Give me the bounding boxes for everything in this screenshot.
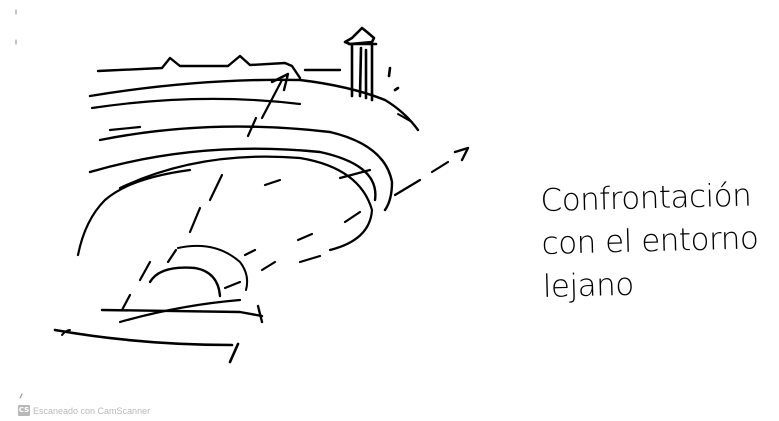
arrow-right-head <box>455 148 468 160</box>
foreground-tick-1 <box>258 306 262 322</box>
foreground-line-1 <box>102 310 262 316</box>
arc-5 <box>120 157 372 262</box>
note-line-1: Confrontación <box>540 174 771 223</box>
camscanner-watermark: CS Escaneado con CamScanner <box>18 404 150 417</box>
foreground-arch <box>150 268 220 296</box>
horizon-hills <box>98 56 340 78</box>
watermark-text: Escaneado con CamScanner <box>33 406 150 416</box>
sightline-dashes <box>122 118 448 310</box>
arc-2 <box>110 127 140 130</box>
note-line-2: con el entorno <box>541 217 772 266</box>
margin-speck <box>16 10 22 398</box>
arc-3 <box>100 127 392 210</box>
camscanner-logo-icon: CS <box>18 405 30 416</box>
arrow-up-line <box>262 80 282 118</box>
note-line-3: lejano <box>542 260 773 309</box>
arc-6 <box>78 170 190 255</box>
foreground-tick-2 <box>230 344 238 362</box>
foreground-line-3 <box>55 330 232 345</box>
arc-4 <box>90 149 375 200</box>
handwritten-note: Confrontación con el entorno lejano <box>540 174 773 309</box>
